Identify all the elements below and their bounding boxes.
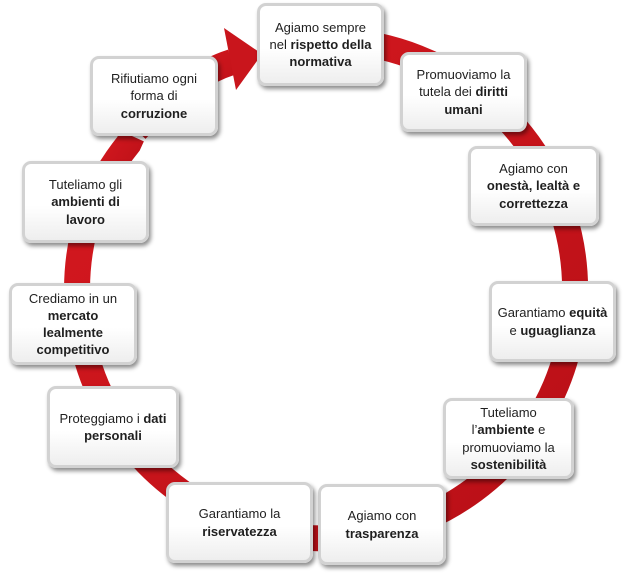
step-1-fragment: rispetto della normativa — [289, 36, 372, 70]
step-text-4: Garantiamo equità e uguaglianza — [497, 304, 608, 338]
step-7-fragment: riservatezza — [202, 523, 277, 539]
step-text-1: Agiamo sempre nel rispetto della normati… — [265, 19, 376, 70]
step-11-fragment: corruzione — [120, 105, 188, 121]
step-box-7: Garantiamo la riservatezza — [166, 482, 313, 563]
step-8-fragment: Proteggiamo i — [59, 410, 144, 426]
step-4-fragment: Garantiamo — [497, 305, 570, 321]
step-box-2: Promuoviamo la tutela dei diritti umani — [400, 52, 527, 132]
step-box-1: Agiamo sempre nel rispetto della normati… — [257, 3, 384, 86]
step-10-fragment: ambienti di lavoro — [51, 194, 120, 227]
step-8-fragment: dati personali — [84, 410, 167, 443]
step-text-8: Proteggiamo i dati personali — [55, 410, 171, 444]
step-4-fragment: equità — [569, 305, 608, 321]
step-10-fragment: Tuteliamo gli — [48, 177, 123, 193]
step-4-fragment: uguaglianza — [520, 322, 596, 338]
step-3-fragment: onestà, lealtà e correttezza — [486, 178, 581, 211]
step-5-fragment: e promuoviamo la — [462, 422, 555, 455]
step-text-11: Rifiutiamo ogni forma di corruzione — [98, 70, 210, 121]
step-7-fragment: Garantiamo la — [198, 506, 281, 522]
cycle-arrow-head — [224, 28, 262, 90]
step-5-fragment: ambiente — [477, 422, 535, 438]
step-box-9: Crediamo in un mercato lealmente competi… — [9, 283, 137, 365]
step-text-2: Promuoviamo la tutela dei diritti umani — [408, 66, 519, 117]
step-9-fragment: Crediamo in un — [28, 290, 118, 306]
step-text-7: Garantiamo la riservatezza — [174, 505, 305, 539]
step-box-6: Agiamo con trasparenza — [318, 484, 446, 565]
step-box-4: Garantiamo equità e uguaglianza — [489, 281, 616, 362]
step-3-fragment: Agiamo con — [499, 161, 568, 177]
step-2-fragment: diritti umani — [444, 84, 508, 117]
step-9-fragment: mercato lealmente competitivo — [36, 307, 110, 358]
step-box-11: Rifiutiamo ogni forma di corruzione — [90, 56, 218, 136]
step-2-fragment: Promuoviamo la tutela dei — [416, 67, 511, 100]
step-text-5: Tuteliamo l’ambiente e promuoviamo la so… — [451, 404, 566, 473]
step-6-fragment: trasparenza — [345, 525, 419, 541]
step-text-9: Crediamo in un mercato lealmente competi… — [17, 290, 129, 359]
step-box-5: Tuteliamo l’ambiente e promuoviamo la so… — [443, 398, 574, 479]
step-box-3: Agiamo con onestà, lealtà e correttezza — [468, 146, 599, 226]
step-5-fragment: Tuteliamo l’ — [471, 405, 537, 438]
step-1-fragment: Agiamo sempre nel — [269, 19, 367, 52]
step-text-10: Tuteliamo gli ambienti di lavoro — [30, 176, 141, 227]
step-text-6: Agiamo con trasparenza — [326, 507, 438, 541]
step-box-8: Proteggiamo i dati personali — [47, 386, 179, 468]
step-box-10: Tuteliamo gli ambienti di lavoro — [22, 161, 149, 243]
step-6-fragment: Agiamo con — [347, 508, 417, 524]
step-text-3: Agiamo con onestà, lealtà e correttezza — [476, 160, 591, 211]
step-4-fragment: e — [509, 322, 521, 338]
step-11-fragment: Rifiutiamo ogni forma di — [111, 71, 197, 104]
step-5-fragment: sostenibilità — [470, 456, 547, 472]
